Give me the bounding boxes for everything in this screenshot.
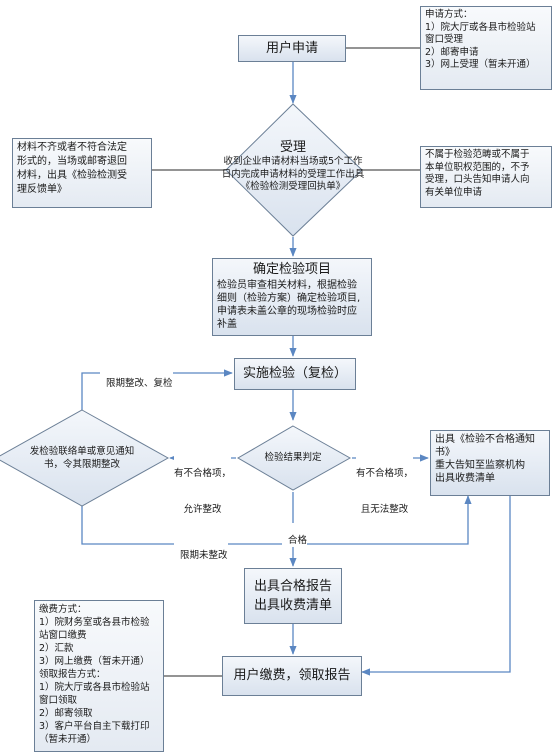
edge-label-fail-no-line-1: 有不合格项， [356,468,414,479]
payment-methods-line-10: 3）客户平台自主下载打印 [39,721,150,732]
pay-box: 用户缴费，领取报告 [222,656,362,696]
payment-methods-line-4: 2）汇款 [39,643,74,654]
payment-methods-line-8: 窗口领取 [39,695,78,706]
payment-methods-line-1: 缴费方式： [39,604,87,615]
edge-label-pass: 合格 [282,523,308,547]
fail-notice-line-2: 书》 [435,447,455,458]
incomplete-line-4: 理反馈单》 [17,184,67,195]
payment-methods-line-9: 2）邮寄领取 [39,708,93,719]
edge-label-recheck: 限期整改、复检 [100,366,173,390]
report-box: 出具合格报告 出具收费清单 [244,568,342,624]
accept-line-3: 《检验检测受理回执单》 [240,181,346,192]
accept-text: 受理 收到企业申请材料当场或5个工作 日内完成申请材料的受理工作出具 《检验检测… [208,140,378,194]
determine-title: 确定检验项目 [252,262,331,277]
rectify-line-1: 发检验联络单或意见通知 [29,446,135,457]
incomplete-note: 材料不齐或者不符合法定 形式的，当场或邮寄退回 材料，出具《检验检测受 理反馈单… [12,138,152,208]
accept-line-2: 日内完成申请材料的受理工作出具 [221,168,365,180]
fail-notice-line-3: 重大告知至监察机构 [435,460,525,471]
fail-notice-box: 出具《检验不合格通知 书》 重大告知至监察机构 出具收费清单 [430,430,550,496]
apply-methods-line-4: 2）邮寄申请 [425,46,479,58]
incomplete-line-3: 材料，出具《检验检测受 [17,170,127,181]
edge-label-overdue: 限期未整改 [174,538,228,562]
arrow-rectify-to-inspect [81,369,233,410]
apply-methods-line-1: 申请方式： [425,9,473,20]
arrow-fail-notice-to-pay [361,496,511,676]
determine-line-4: 补盖 [217,319,237,330]
edge-label-fail-allow-line-2: 允许整改 [183,504,222,515]
apply-box: 用户申请 [238,35,346,62]
accept-diamond [225,103,363,237]
rectify-line-2: 书，令其限期整改 [43,458,120,470]
apply-methods-line-5: 3）网上受理（暂未开通） [425,59,536,70]
fail-notice-line-4: 出具收费清单 [435,473,495,484]
rectify-diamond [0,409,170,507]
inspect-title: 实施检验（复检） [242,366,347,381]
apply-methods-line-2: 1）院大厅或各县市检验站 [425,21,536,33]
fail-notice-line-1: 出具《检验不合格通知 [435,434,535,445]
report-line-2: 出具收费清单 [253,598,332,613]
edge-label-recheck-text: 限期整改、复检 [106,378,173,389]
rectify-text: 发检验联络单或意见通知 书，令其限期整改 [12,446,152,471]
not-scope-line-3: 受理，口头告知申请人向 [425,174,530,185]
determine-line-1: 检验员审查相关材料，根据检验 [217,280,357,291]
judge-title: 检验结果判定 [264,452,322,463]
determine-line-3: 申请表未盖公章的现场检验时应 [217,306,357,317]
edge-label-fail-no-line-2: 且无法整改 [360,504,409,515]
not-scope-line-4: 有关单位申请 [425,186,483,198]
edge-label-pass-text: 合格 [288,535,308,546]
judge-text: 检验结果判定 [248,452,338,465]
incomplete-line-2: 形式的，当场或邮寄退回 [17,156,127,167]
payment-methods-line-2: 1）院财务室或各县市检验 [39,617,150,628]
apply-title: 用户申请 [265,40,318,56]
payment-methods-line-6: 领取报告方式： [39,669,106,680]
accept-title: 受理 [279,140,306,155]
inspect-box: 实施检验（复检） [234,358,356,390]
judge-diamond [237,425,352,491]
edge-label-overdue-text: 限期未整改 [180,550,228,561]
pay-title: 用户缴费，领取报告 [233,668,351,683]
not-scope-line-2: 本单位职权范围的，不予 [425,161,530,173]
report-line-1: 出具合格报告 [253,579,332,594]
determine-box: 确定检验项目 检验员审查相关材料，根据检验 细则（检验方案）确定检验项目, 申请… [212,258,372,336]
determine-line-2: 细则（检验方案）确定检验项目, [217,293,361,304]
payment-methods-line-11: （暂未开通） [39,734,97,745]
payment-methods-line-7: 1）院大厅或各县市检验站 [39,682,150,693]
edge-label-fail-allow: 有不合格项， 允许整改 [174,444,232,528]
not-scope-line-1: 不属于检验范畴或不属于 [425,149,530,160]
apply-methods-note: 申请方式： 1）院大厅或各县市检验站 窗口受理 2）邮寄申请 3）网上受理（暂未… [420,6,552,90]
edge-label-fail-allow-line-1: 有不合格项， [174,468,232,479]
incomplete-line-1: 材料不齐或者不符合法定 [17,142,127,153]
arrow-overdue-to-fail-notice [81,495,472,545]
not-scope-note: 不属于检验范畴或不属于 本单位职权范围的，不予 受理，口头告知申请人向 有关单位… [420,146,552,208]
payment-methods-line-3: 站窗口缴费 [39,630,87,641]
accept-line-1: 收到企业申请材料当场或5个工作 [223,156,363,167]
apply-methods-line-3: 窗口受理 [425,34,464,45]
payment-methods-line-5: 3）网上缴费（暂未开通） [39,656,150,667]
edge-label-fail-no: 有不合格项， 且无法整改 [356,444,414,528]
payment-methods-note: 缴费方式： 1）院财务室或各县市检验 站窗口缴费 2）汇款 3）网上缴费（暂未开… [34,600,164,752]
